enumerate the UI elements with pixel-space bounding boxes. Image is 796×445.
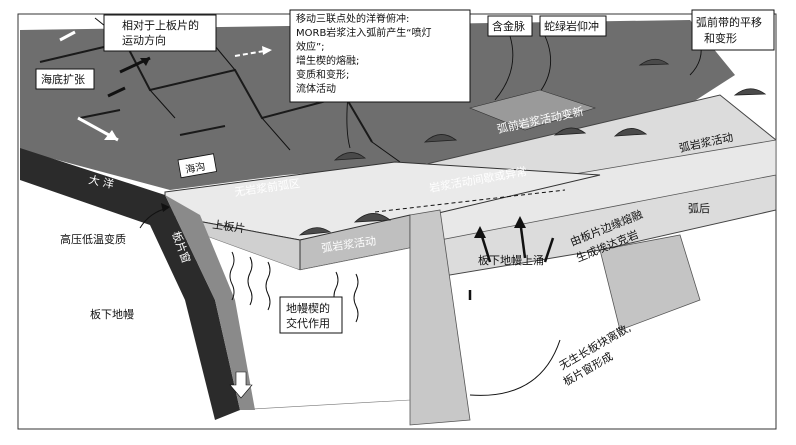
forearc-translation-box (691, 9, 775, 51)
slab-down-arrow (229, 371, 253, 399)
volcano-group (298, 58, 767, 236)
upwelling-arrowheads (474, 216, 526, 238)
serpentinite-label: 蛇绿岩仰冲 (544, 19, 599, 33)
triple-junction-line5: 变质和变形; (296, 68, 349, 81)
magmatic-gap-line (374, 189, 566, 213)
slab-wall-right (599, 234, 701, 331)
trench-box (177, 153, 218, 179)
relative-motion-line2: 运动方向 (122, 33, 166, 47)
serpentinite-box (539, 15, 607, 37)
triple-junction-line3: 效应”; (296, 40, 325, 53)
gold-veins-label: 含金脉 (492, 19, 525, 33)
hp-lt-metamorphism-label: 高压低温变质 (60, 232, 126, 246)
ridge-subduction-zone (469, 89, 596, 131)
volcano-icon (353, 213, 392, 223)
relative-motion-box (103, 14, 217, 52)
slab-wall-left (409, 209, 471, 426)
mantle-wedge-line2: 交代作用 (286, 316, 330, 330)
volcano-icon (333, 152, 367, 161)
forearc-translation-line1: 弧前带的平移 (696, 15, 762, 29)
slab-window-band (165, 195, 255, 410)
volcano-icon (733, 88, 767, 96)
triple-junction-line4: 增生楔的熔融; (296, 54, 359, 67)
backarc-label: 弧后 (688, 201, 710, 215)
volcano-icon (423, 134, 458, 143)
seafloor-spreading-box (35, 68, 95, 90)
volcano-icon (638, 58, 670, 66)
spreading-arrows (59, 30, 272, 142)
volcano-icon (613, 128, 648, 137)
ocean-label: 大 洋 (87, 172, 115, 191)
volcano-icon (553, 127, 587, 136)
volcano-icon (298, 227, 332, 236)
mantle-upwelling-label: 板下地幔上涌 (478, 253, 544, 267)
mantle-wedge-line1: 地幔楔的 (286, 301, 330, 315)
triple-junction-line1: 移动三联点处的洋脊俯冲: (296, 12, 409, 25)
triple-junction-line2: MORB岩浆注入弧前产生“喷灯 (296, 26, 432, 39)
triple-junction-line6: 流体活动 (296, 82, 336, 95)
mantle-wedge-box (279, 296, 343, 334)
upper-plate-label: 上板片 (212, 217, 247, 235)
trench-label: 海沟 (184, 160, 206, 176)
subslab-mantle-label: 板下地幔 (90, 307, 134, 321)
relative-motion-line1: 相对于上板片的 (122, 18, 199, 32)
slab-window-arrow (469, 339, 561, 396)
forearc-translation-line2: 和变形 (704, 31, 737, 45)
subducting-slab (20, 148, 240, 420)
seafloor-spreading-label: 海底扩张 (41, 72, 85, 86)
triple-junction-box (289, 9, 471, 103)
gold-veins-box (487, 15, 533, 37)
